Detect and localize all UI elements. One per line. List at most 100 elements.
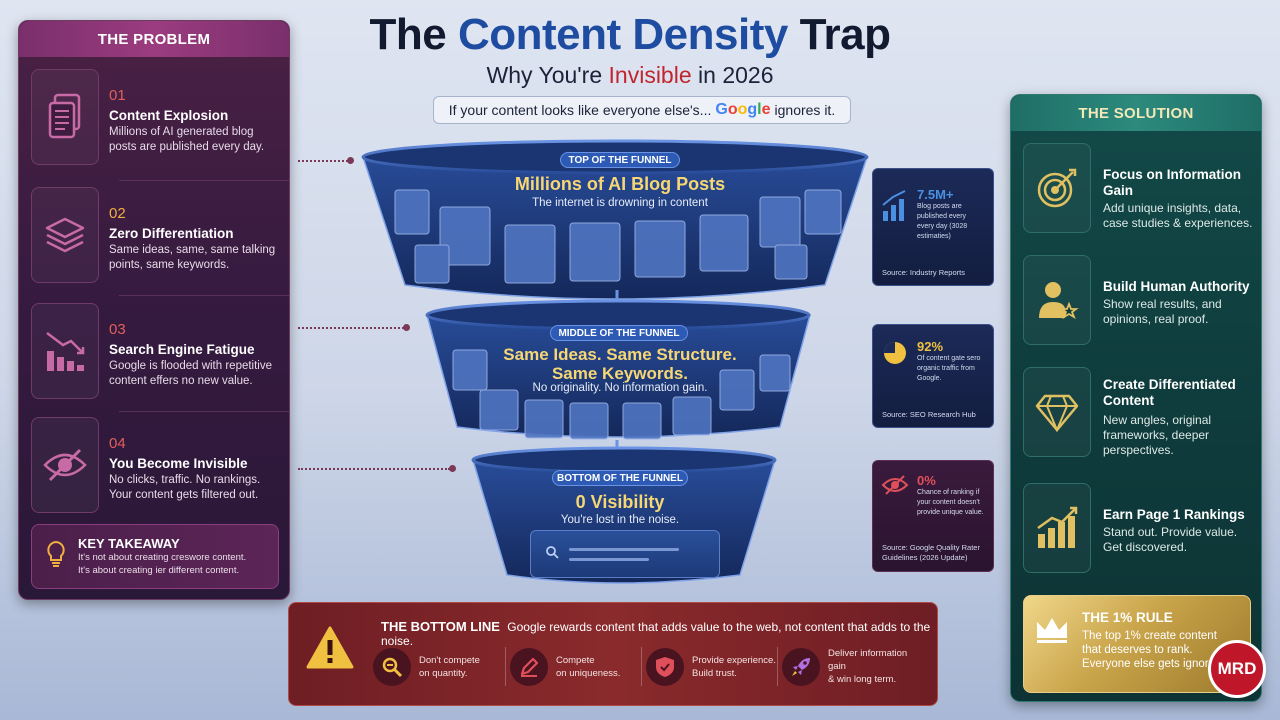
page-subtitle: Why You're Invisible in 2026 <box>300 62 960 89</box>
search-placeholder-lines <box>569 547 679 561</box>
takeaway-title: KEY TAKEAWAY <box>78 536 180 551</box>
tagline-before: If your content looks like everyone else… <box>448 102 712 118</box>
bottom-line-item-line-1: Deliver information gain <box>828 648 908 672</box>
solution-item: Create Differentiated Content New angles… <box>1023 367 1255 458</box>
solution-title: Earn Page 1 Rankings <box>1103 507 1245 522</box>
funnel-middle-label: MIDDLE OF THE FUNNEL <box>550 325 688 341</box>
solution-desc: Stand out. Provide value. Get discovered… <box>1103 525 1238 554</box>
eye-slash-icon <box>881 473 909 518</box>
bottom-line-item: Don't compete on quantity. <box>369 647 505 686</box>
connector-dot <box>403 324 410 331</box>
problem-number: 01 <box>109 87 126 104</box>
solution-title: Focus on Information Gain <box>1103 167 1241 198</box>
stat-card: 92% Of content gate sero organic traffic… <box>872 324 994 428</box>
problem-heading: THE PROBLEM <box>19 21 289 57</box>
stat-value: 92% <box>917 339 944 354</box>
divider <box>119 411 289 412</box>
bottom-line-banner: THE BOTTOM LINE Google rewards content t… <box>288 602 938 706</box>
title-part-2: Content Density <box>457 10 788 59</box>
bottom-line-item-line-1: Don't compete <box>419 654 480 666</box>
search-bar-graphic <box>530 530 720 578</box>
bottom-line-item-line-1: Provide experience. <box>692 654 776 666</box>
solution-item: Focus on Information Gain Add unique ins… <box>1023 143 1255 233</box>
growth-chart-icon <box>1023 483 1091 573</box>
problem-title: You Become Invisible <box>109 456 248 471</box>
page-title: The Content Density Trap <box>300 10 960 60</box>
funnel-bottom-heading: 0 Visibility <box>575 492 665 512</box>
pie-chart-icon <box>881 339 909 384</box>
bottom-line-item-line-2: & win long term. <box>828 674 897 685</box>
connector-dot <box>449 465 456 472</box>
subtitle-part-1: Why You're <box>486 62 603 88</box>
problem-number: 04 <box>109 435 126 452</box>
tagline-after: ignores it. <box>774 102 836 118</box>
diamond-icon <box>1023 367 1091 457</box>
problem-number: 02 <box>109 205 126 222</box>
rule-line-3: Everyone else gets ignored. <box>1082 658 1225 670</box>
pen-icon <box>510 647 548 686</box>
one-percent-rule: THE 1% RULE The top 1% create content th… <box>1023 595 1251 693</box>
bottom-line-item: Deliver information gain & win long term… <box>777 647 927 686</box>
funnel-middle-heading-1: Same Ideas. Same Structure. <box>503 345 737 364</box>
funnel-bottom-sub: You're lost in the noise. <box>560 514 680 526</box>
magnifier-icon <box>373 647 411 686</box>
stat-source: Source: SEO Research Hub <box>882 410 976 419</box>
person-star-icon <box>1023 255 1091 345</box>
funnel-middle-heading-2: Same Keywords. <box>551 364 689 383</box>
funnel-top-sub: The internet is drowning in content <box>532 197 708 209</box>
title-part-3: Trap <box>799 10 891 59</box>
stat-source: Source: Industry Reports <box>882 268 965 277</box>
stat-value: 0% <box>917 473 936 488</box>
bottom-line-item-line-1: Compete <box>556 654 595 666</box>
layers-icon <box>31 187 99 283</box>
solution-desc: Show real results, and opinions, real pr… <box>1103 297 1222 326</box>
stat-desc: Blog posts are published every every day… <box>917 203 968 240</box>
connector-line <box>298 160 348 162</box>
rule-title: THE 1% RULE <box>1082 610 1173 625</box>
crown-icon <box>1034 610 1070 678</box>
document-icon <box>31 69 99 165</box>
eye-slash-icon <box>31 417 99 513</box>
problem-title: Zero Differentiation <box>109 226 234 241</box>
funnel-top-heading: Millions of AI Blog Posts <box>514 174 726 194</box>
problem-title: Search Engine Fatigue <box>109 342 255 357</box>
stat-desc: Of content gate sero organic traffic fro… <box>917 355 981 382</box>
rocket-icon <box>782 647 820 686</box>
bottom-line-text: Google rewards content that adds value t… <box>381 620 931 648</box>
stat-card: 7.5M+ Blog posts are published every eve… <box>872 168 994 286</box>
stat-source: Source: Google Quality Rater Guidelines … <box>882 543 980 562</box>
solution-desc: New angles, original frameworks, deeper … <box>1103 413 1212 457</box>
rule-line-2: that deserves to rank. <box>1082 644 1193 656</box>
bottom-line-header: THE BOTTOM LINE Google rewards content t… <box>381 619 937 648</box>
solution-item: Build Human Authority Show real results,… <box>1023 255 1255 345</box>
divider <box>119 295 289 296</box>
funnel-bottom-label: BOTTOM OF THE FUNNEL <box>552 470 688 486</box>
problem-desc: Google is flooded with repetitive conten… <box>109 360 273 387</box>
bottom-line-title: THE BOTTOM LINE <box>381 619 500 634</box>
tagline: If your content looks like everyone else… <box>433 96 851 124</box>
lightbulb-icon <box>44 539 68 574</box>
takeaway-line-1: It's not about creating creswore content… <box>78 552 247 563</box>
connector-line <box>298 327 404 329</box>
solution-item: Earn Page 1 Rankings Stand out. Provide … <box>1023 483 1255 573</box>
problem-desc: Millions of AI generated blog posts are … <box>109 126 265 153</box>
divider <box>119 180 289 181</box>
problem-item: 01 Content Explosion Millions of AI gene… <box>31 69 279 167</box>
problem-number: 03 <box>109 321 126 338</box>
problem-panel: THE PROBLEM 01 Content Explosion Million… <box>18 20 290 600</box>
subtitle-part-3: in 2026 <box>698 62 774 88</box>
growth-chart-icon <box>881 187 909 242</box>
solution-panel: THE SOLUTION Focus on Information Gain A… <box>1010 94 1262 702</box>
search-icon <box>545 545 559 564</box>
solution-heading: THE SOLUTION <box>1011 95 1261 131</box>
declining-chart-icon <box>31 303 99 399</box>
brand-badge: MRD <box>1208 640 1266 698</box>
problem-desc: No clicks, traffic. No rankings. Your co… <box>109 474 261 501</box>
solution-desc: Add unique insights, data, case studies … <box>1103 201 1253 230</box>
stat-card: 0% Chance of ranking if your content doe… <box>872 460 994 572</box>
stat-desc: Chance of ranking if your content doesn'… <box>917 489 984 516</box>
problem-title: Content Explosion <box>109 108 229 123</box>
problem-desc: Same ideas, same, same talking points, s… <box>109 244 276 271</box>
google-logo: Google <box>715 101 771 118</box>
bottom-line-item: Compete on uniqueness. <box>505 647 641 686</box>
